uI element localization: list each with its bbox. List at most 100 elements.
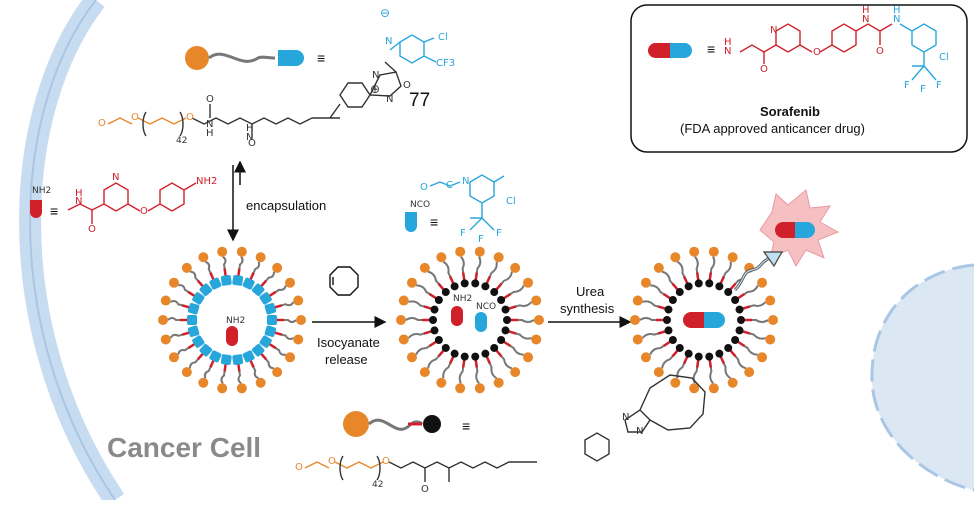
micelle-chain <box>694 255 700 281</box>
micelle-linker <box>729 282 737 291</box>
micelle-linker <box>273 304 283 309</box>
micelle-nh2-label: NH2 <box>226 316 246 326</box>
micelle-nh2-label: NH2 <box>453 294 473 304</box>
micelle-linker <box>657 330 666 335</box>
cancer-cell-label: Cancer Cell <box>107 432 262 463</box>
micelle-block <box>199 343 213 357</box>
micelle-head <box>181 262 192 273</box>
micelle-chain <box>510 319 535 323</box>
micelle-head <box>493 377 504 388</box>
amine-capsule-icon <box>30 200 42 218</box>
encapsulation-label: encapsulation <box>246 198 327 213</box>
atom-label: F <box>496 228 502 239</box>
micelle-head <box>236 383 247 394</box>
micelle-linker <box>249 359 255 368</box>
micelle-linker <box>671 282 679 291</box>
atom-label: O <box>382 456 390 467</box>
micelle-linker <box>502 340 512 348</box>
sorafenib-name: Sorafenib <box>760 104 820 119</box>
atom-label: CF3 <box>436 58 456 69</box>
atom-label: NH2 <box>32 186 52 196</box>
atom-label: N <box>862 14 870 25</box>
micelle-head <box>523 277 534 288</box>
micelle-head <box>255 252 266 263</box>
micelle-isocyanate-capsule <box>475 312 487 332</box>
atom-label: O <box>248 138 256 149</box>
micelle-core-bead <box>684 349 693 358</box>
atom-label: N <box>112 172 120 183</box>
micelle-chain <box>495 349 513 370</box>
amine-structure <box>67 182 197 224</box>
micelle-core-bead <box>501 326 510 335</box>
micelle-block <box>192 292 205 305</box>
micelle-chain <box>273 331 294 340</box>
micelle-linker <box>181 304 191 309</box>
micelle-linker <box>508 305 517 310</box>
cell-membrane-inner <box>29 0 116 501</box>
micelle-chain <box>737 340 758 356</box>
micelle-chain <box>474 359 480 385</box>
micelle-linker <box>273 331 283 336</box>
micelle-chain <box>742 301 767 310</box>
atom-label: O <box>876 46 884 57</box>
micelle-head <box>727 252 738 263</box>
micelle-linker <box>259 352 267 361</box>
micelle-linker <box>448 275 455 285</box>
atom-label: H <box>862 5 870 16</box>
equiv-symbol-top: ≡ <box>317 50 326 66</box>
micelle-chain <box>177 342 196 355</box>
micelle-chain <box>415 340 437 356</box>
micelle-head <box>757 352 768 363</box>
sydnone-structure <box>339 34 437 108</box>
equiv-symbol-bottom: ≡ <box>462 418 471 434</box>
micelle-core-bead <box>731 336 740 345</box>
micelle-core-bead <box>663 316 671 324</box>
micelle-chain <box>661 349 679 369</box>
micelle-chain <box>189 352 204 369</box>
micelle-linker <box>719 275 726 285</box>
atom-label: F <box>904 80 910 91</box>
atom-label: F <box>478 234 484 245</box>
equiv-symbol-isocyanate: ≡ <box>430 214 439 230</box>
micelle-head <box>531 334 542 345</box>
micelle-head <box>531 295 542 306</box>
micelle-chain <box>485 355 498 380</box>
micelle-head <box>689 383 700 394</box>
micelle-core-bead <box>441 343 450 352</box>
micelle-block <box>259 292 272 305</box>
micelle-block <box>264 325 277 337</box>
micelle-core-bead <box>735 326 744 335</box>
micelle-linker <box>485 275 492 285</box>
micelle-chain <box>249 359 259 380</box>
micelle-linker <box>657 305 666 310</box>
micelle-chain <box>407 330 432 339</box>
micelle-block <box>209 350 222 363</box>
micelle-linker <box>495 282 503 291</box>
micelle-chain <box>273 301 295 309</box>
micelle-chain <box>485 261 498 285</box>
micelle-head <box>765 295 776 306</box>
isocyanate-structure <box>429 174 505 231</box>
atom-label: N <box>636 426 644 437</box>
micelle-chain <box>237 363 242 385</box>
micelle-block <box>199 283 213 297</box>
atom-label: O <box>206 94 214 105</box>
micelle-head <box>744 367 755 378</box>
micelle-core-bead <box>731 295 740 304</box>
micelle-linker <box>671 349 679 358</box>
micelle-head <box>419 262 430 273</box>
micelle-head <box>160 295 171 306</box>
micelle-core-bead <box>735 305 744 314</box>
micelle-nco-label: NCO <box>476 302 497 312</box>
nucleus <box>870 263 974 492</box>
micelle-core-bead <box>481 282 490 291</box>
micelle-block <box>232 275 244 286</box>
peg-conjugate-bottom-icon <box>343 411 441 437</box>
micelle-head <box>689 246 700 257</box>
atom-label: O <box>813 47 821 58</box>
micelle-chain <box>708 359 714 385</box>
micelle-block <box>220 354 232 365</box>
cyclooctyne-structure <box>329 266 359 296</box>
micelle-chain <box>508 330 532 340</box>
